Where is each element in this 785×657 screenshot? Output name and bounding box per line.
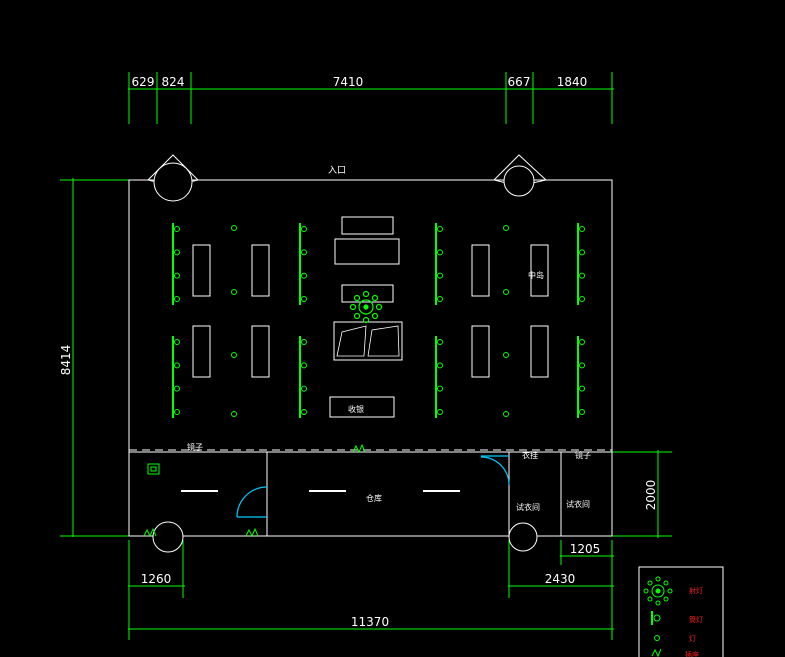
left-dimension	[60, 178, 129, 537]
strip-light-icon	[579, 385, 585, 392]
outlet-icon	[147, 463, 160, 475]
wall-light-strips	[172, 223, 585, 418]
legend-item-3: 灯	[689, 634, 696, 643]
strip-light-icon	[174, 226, 180, 232]
chandelier-icon	[349, 290, 383, 324]
legend: 射灯 筒灯 灯 插座	[638, 566, 724, 657]
socket-icons	[143, 443, 366, 538]
strip-light-icon	[437, 226, 443, 232]
dim-bottom-1260: 1260	[141, 572, 172, 586]
dim-right-1205: 1205	[570, 542, 601, 556]
walls	[128, 179, 613, 537]
strip-light-icon	[174, 385, 180, 392]
strip-light-icon	[301, 409, 307, 415]
strip-light-icon	[579, 272, 585, 279]
top-dimension-chain	[128, 72, 614, 124]
strip-light-icon	[437, 339, 443, 345]
strip-light-icon	[174, 362, 180, 369]
spot-light-icon	[231, 225, 237, 231]
strip-light-icon	[301, 385, 307, 392]
fitting-room-2-label: 试衣间	[566, 499, 590, 509]
legend-strip-icon	[651, 611, 661, 625]
legend-item-2: 筒灯	[689, 615, 703, 624]
doors	[236, 455, 510, 518]
strip-light-icon	[174, 296, 180, 302]
strip-light-icon	[437, 296, 443, 302]
strip-light-icon	[301, 296, 307, 302]
strip-light-icon	[579, 296, 585, 302]
strip-light-icon	[437, 409, 443, 415]
strip-light-icon	[301, 339, 307, 345]
spot-light-icon	[503, 411, 509, 417]
spot-light-icon	[503, 225, 509, 231]
legend-spot-icon	[654, 635, 660, 641]
center-island-label: 中岛	[528, 270, 544, 280]
sofa-detail	[336, 325, 400, 357]
spot-light-icon	[231, 352, 237, 358]
spot-lights	[231, 225, 509, 417]
strip-light-icon	[579, 226, 585, 232]
strip-light-icon	[579, 339, 585, 345]
spot-light-icon	[503, 352, 509, 358]
strip-light-icon	[301, 226, 307, 232]
strip-light-icon	[437, 272, 443, 279]
entrance-label: 入口	[328, 165, 346, 176]
dim-top-667: 667	[508, 75, 531, 89]
dim-bottom-2430: 2430	[545, 572, 576, 586]
columns	[147, 154, 548, 553]
dim-top-629: 629	[132, 75, 155, 89]
strip-light-icon	[174, 339, 180, 345]
spot-light-icon	[231, 411, 237, 417]
dim-top-824: 824	[162, 75, 185, 89]
hanger-label: 衣挂	[522, 450, 538, 460]
strip-light-icon	[174, 249, 180, 256]
dim-top-7410: 7410	[333, 75, 364, 89]
spot-light-icon	[231, 289, 237, 295]
spot-light-icon	[503, 289, 509, 295]
legend-item-4: 插座	[685, 650, 699, 657]
cashier-label: 收银	[348, 404, 364, 414]
strip-light-icon	[579, 409, 585, 415]
strip-light-icon	[579, 362, 585, 369]
mirror-label: 镜子	[575, 450, 591, 460]
strip-light-icon	[437, 385, 443, 392]
dim-bottom-11370: 11370	[351, 615, 389, 629]
strip-light-icon	[437, 362, 443, 369]
storage-label: 仓库	[366, 493, 382, 503]
legend-chandelier-icon	[643, 576, 673, 606]
strip-light-icon	[174, 409, 180, 415]
strip-light-icon	[301, 272, 307, 279]
strip-light-icon	[437, 249, 443, 256]
bottom-dimensions	[128, 540, 614, 640]
strip-light-icon	[301, 362, 307, 369]
legend-socket-icon	[651, 648, 662, 657]
right-dimension	[612, 450, 672, 538]
fitting-room-1-label: 试衣间	[516, 502, 540, 512]
strip-light-icon	[301, 249, 307, 256]
shelf-left-label: 镜子	[187, 442, 203, 452]
strip-light-icon	[579, 249, 585, 256]
legend-item-1: 射灯	[689, 586, 703, 595]
dim-right-2000: 2000	[644, 480, 658, 511]
display-racks	[192, 216, 549, 418]
strip-light-icon	[174, 272, 180, 279]
dim-top-1840: 1840	[557, 75, 588, 89]
dim-left-8414: 8414	[59, 345, 73, 376]
